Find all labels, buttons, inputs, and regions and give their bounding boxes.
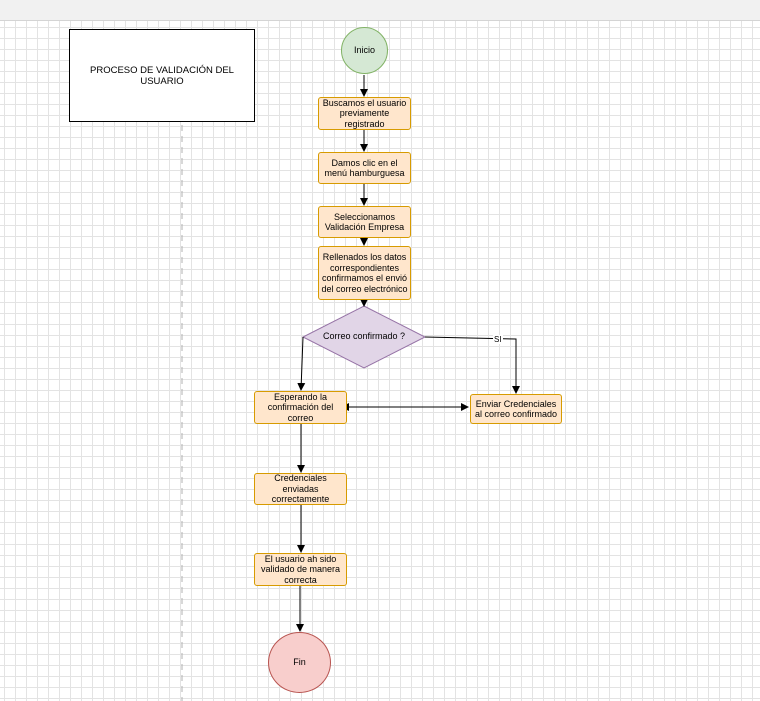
step-waiting-confirmation[interactable]: Esperando la confirmación del correo <box>254 391 347 424</box>
step-select-validation[interactable]: Seleccionamos Validación Empresa <box>318 206 411 238</box>
step-fill-data-label: Rellenados los datos correspondientes co… <box>321 252 408 294</box>
step-send-credentials[interactable]: Enviar Credenciales al correo confirmado <box>470 394 562 424</box>
step-fill-data[interactable]: Rellenados los datos correspondientes co… <box>318 246 411 300</box>
diagram-title-text: PROCESO DE VALIDACIÓN DEL USUARIO <box>90 64 234 87</box>
step-send-credentials-label: Enviar Credenciales al correo confirmado <box>474 398 558 420</box>
diagram-title[interactable]: PROCESO DE VALIDACIÓN DEL USUARIO <box>69 29 255 122</box>
step-hamburger-menu[interactable]: Damos clic en el menú hamburguesa <box>318 152 411 184</box>
step-credentials-sent[interactable]: Credenciales enviadas correctamente <box>254 473 347 505</box>
start-node[interactable]: Inicio <box>341 27 388 74</box>
decision-label[interactable]: Correo confirmado ? <box>322 331 406 341</box>
step-hamburger-menu-label: Damos clic en el menú hamburguesa <box>324 157 405 179</box>
editor-toolbar-strip <box>0 0 760 21</box>
step-user-validated-label: El usuario ah sido validado de manera co… <box>260 553 341 585</box>
start-node-label: Inicio <box>353 45 375 56</box>
edge-label-yes: SI <box>493 335 503 344</box>
end-node[interactable]: Fin <box>268 632 331 693</box>
step-user-validated[interactable]: El usuario ah sido validado de manera co… <box>254 553 347 586</box>
step-credentials-sent-label: Credenciales enviadas correctamente <box>271 473 330 505</box>
step-select-validation-label: Seleccionamos Validación Empresa <box>324 211 405 233</box>
step-search-user-label: Buscamos el usuario previamente registra… <box>322 97 407 129</box>
step-search-user[interactable]: Buscamos el usuario previamente registra… <box>318 97 411 130</box>
end-node-label: Fin <box>293 657 306 668</box>
step-waiting-confirmation-label: Esperando la confirmación del correo <box>267 391 334 423</box>
